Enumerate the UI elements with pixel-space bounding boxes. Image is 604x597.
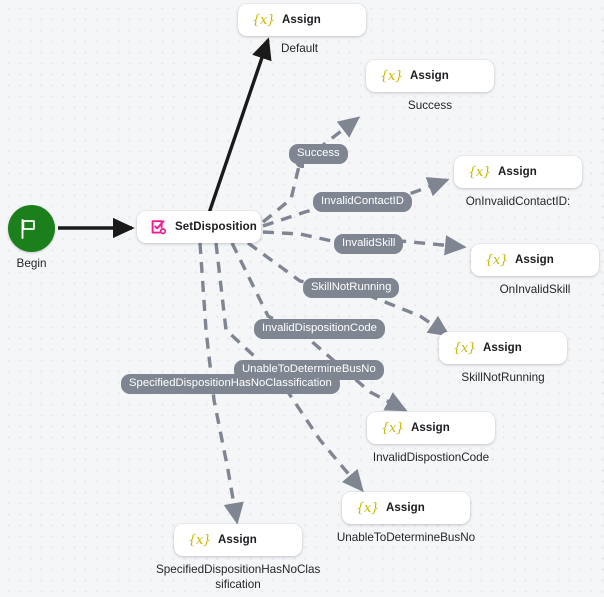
edge-label-success[interactable]: Success [289,144,348,168]
node-assign-specifieddispositionhasnoclassification-caption: SpecifiedDispositionHasNoClas sification [156,563,321,591]
node-assign-oninvalidskill-caption: OnInvalidSkill [499,283,571,296]
node-assign-oninvalidcontactid-caption: OnInvalidContactID: [465,195,571,208]
node-assign-invaliddispostioncode[interactable]: {x} Assign [367,412,495,444]
node-assign-oninvalidskill-title: Assign [514,254,554,266]
edge-specifieddispositionhasnoclassification[interactable] [198,242,244,525]
edge-invalidskill[interactable] [262,230,467,256]
variable-icon: {x} [380,68,403,84]
edge-label-skillnotrunning[interactable]: SkillNotRunning [303,278,400,298]
flag-icon [18,218,38,240]
edge-label-invalidskill[interactable]: InvalidSkill [334,234,404,254]
node-assign-specifieddispositionhasnoclassification-title: Assign [217,534,257,546]
node-assign-specifieddispositionhasnoclassification[interactable]: {x} Assign [174,524,302,556]
node-begin-caption: Begin [16,257,47,270]
variable-icon: {x} [485,252,508,268]
node-assign-default-title: Assign [281,14,321,26]
node-assign-invaliddispostioncode-caption: InvalidDispostionCode [372,451,490,464]
node-assign-default[interactable]: {x} Assign [238,4,366,36]
variable-icon: {x} [453,340,476,356]
node-assign-skillnotrunning[interactable]: {x} Assign [439,332,567,364]
node-begin[interactable] [8,205,55,252]
node-setdisposition[interactable]: SetDisposition [137,211,261,243]
edge-invalidcontactid[interactable] [262,177,450,228]
node-assign-skillnotrunning-caption: SkillNotRunning [461,371,545,384]
node-assign-skillnotrunning-title: Assign [482,342,522,354]
node-assign-success-title: Assign [409,70,449,82]
node-assign-success-caption: Success [407,99,453,112]
node-assign-unabletodeterminebusno-caption: UnableToDetermineBusNo [336,531,476,544]
node-assign-success[interactable]: {x} Assign [366,60,494,92]
edge-label-specifieddispositionhasnoclassification[interactable]: SpecifiedDispositionHasNoClassification [121,374,340,394]
node-assign-oninvalidcontactid-title: Assign [497,166,537,178]
node-setdisposition-title: SetDisposition [175,221,257,233]
edge-label-invalidcontactid[interactable]: InvalidContactID [313,192,412,212]
node-assign-invaliddispostioncode-title: Assign [410,422,450,434]
node-assign-oninvalidskill[interactable]: {x} Assign [471,244,599,276]
variable-icon: {x} [468,164,491,180]
edge-default[interactable] [205,37,272,220]
node-assign-unabletodeterminebusno[interactable]: {x} Assign [342,492,470,524]
edge-success[interactable] [261,116,361,224]
edge-label-default: Default [281,42,319,55]
variable-icon: {x} [381,420,404,436]
edge-label-invaliddispositioncode[interactable]: InvalidDispositionCode [254,319,385,339]
variable-icon: {x} [188,532,211,548]
edge-skillnotrunning[interactable] [246,241,451,337]
checklist-icon [151,219,168,236]
node-assign-unabletodeterminebusno-title: Assign [385,502,425,514]
node-assign-oninvalidcontactid[interactable]: {x} Assign [454,156,582,188]
variable-icon: {x} [252,12,275,28]
variable-icon: {x} [356,500,379,516]
